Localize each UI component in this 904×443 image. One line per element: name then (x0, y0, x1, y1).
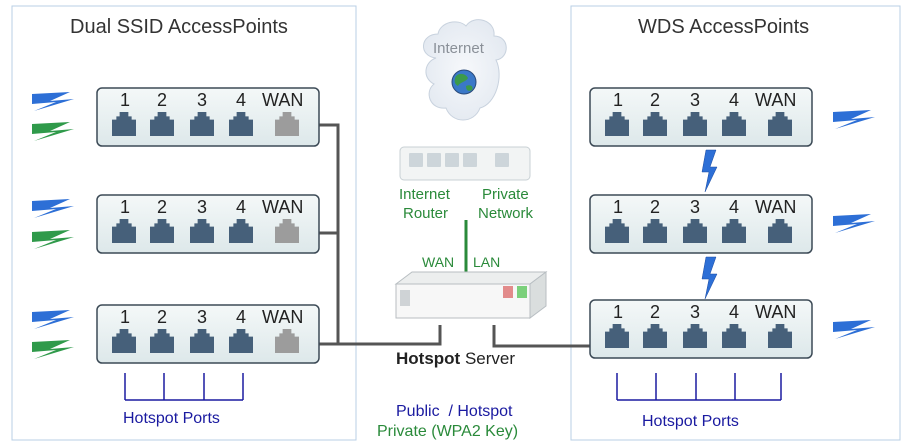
left-switch-1 (96, 87, 320, 147)
port-label: 2 (157, 90, 168, 110)
router-label-line1: Internet (399, 186, 450, 203)
left-switch-3 (96, 304, 320, 364)
port-label: 2 (650, 302, 661, 322)
port-label: 1 (120, 307, 131, 327)
port-label: WAN (262, 307, 304, 327)
internet-router-icon (399, 146, 531, 181)
port-label: 3 (690, 90, 701, 110)
hotspot-server-label-rest: Server (460, 349, 516, 368)
port-label: 4 (729, 197, 740, 217)
hotspot-server-label-bold: Hotspot (396, 349, 461, 368)
left-hotspot-ports-label: Hotspot Ports (123, 410, 220, 427)
cable-ap3-to-server (317, 325, 442, 346)
port-label: 2 (157, 307, 168, 327)
port-label: 4 (729, 90, 740, 110)
port-label: 1 (613, 197, 624, 217)
port-label: WAN (262, 90, 304, 110)
wan-label: WAN (422, 254, 455, 270)
wifi-bolt-icon (833, 110, 875, 339)
port-label: 3 (197, 90, 208, 110)
port-label: 2 (157, 197, 168, 217)
right-switch-2 (589, 194, 813, 254)
right-switch-3 (589, 299, 813, 359)
lan-label: LAN (473, 254, 501, 270)
port-label: 4 (236, 197, 247, 217)
port-label: 2 (650, 197, 661, 217)
right-hotspot-ports-label: Hotspot Ports (642, 413, 739, 430)
port-label: 4 (236, 90, 247, 110)
right-panel-border (570, 5, 901, 441)
port-label: 1 (613, 302, 624, 322)
internet-cloud-icon (423, 19, 507, 121)
wds-link-icon (701, 149, 718, 300)
private-network-line1: Private (482, 186, 529, 203)
port-label: 2 (650, 90, 661, 110)
port-label: 4 (729, 302, 740, 322)
port-label: 3 (690, 197, 701, 217)
left-panel-title: Dual SSID AccessPoints (70, 16, 288, 38)
right-switch-1 (589, 87, 813, 147)
port-label: 4 (236, 307, 247, 327)
wifi-bolt-icon (32, 92, 74, 359)
hotspot-server-label: Hotspot Server (396, 349, 515, 369)
hotspot-ports-bracket (616, 373, 782, 401)
port-label: WAN (262, 197, 304, 217)
port-label: WAN (755, 197, 797, 217)
port-label: 3 (197, 307, 208, 327)
hotspot-ports-bracket (124, 373, 244, 401)
port-label: 1 (120, 90, 131, 110)
port-label: 1 (120, 197, 131, 217)
router-label-line2: Router (403, 205, 449, 222)
port-label: 1 (613, 90, 624, 110)
port-label: 3 (197, 197, 208, 217)
public-hotspot-label: Public / Hotspot (396, 403, 513, 420)
left-panel-border (11, 5, 357, 441)
port-label: WAN (755, 90, 797, 110)
right-panel-title: WDS AccessPoints (638, 16, 810, 38)
left-switch-2 (96, 194, 320, 254)
internet-label: Internet (433, 40, 484, 57)
hotspot-server-icon (394, 271, 548, 319)
private-network-line2: Network (478, 205, 534, 222)
port-label: WAN (755, 302, 797, 322)
port-label: 3 (690, 302, 701, 322)
private-wpa2-label: Private (WPA2 Key) (377, 423, 519, 440)
